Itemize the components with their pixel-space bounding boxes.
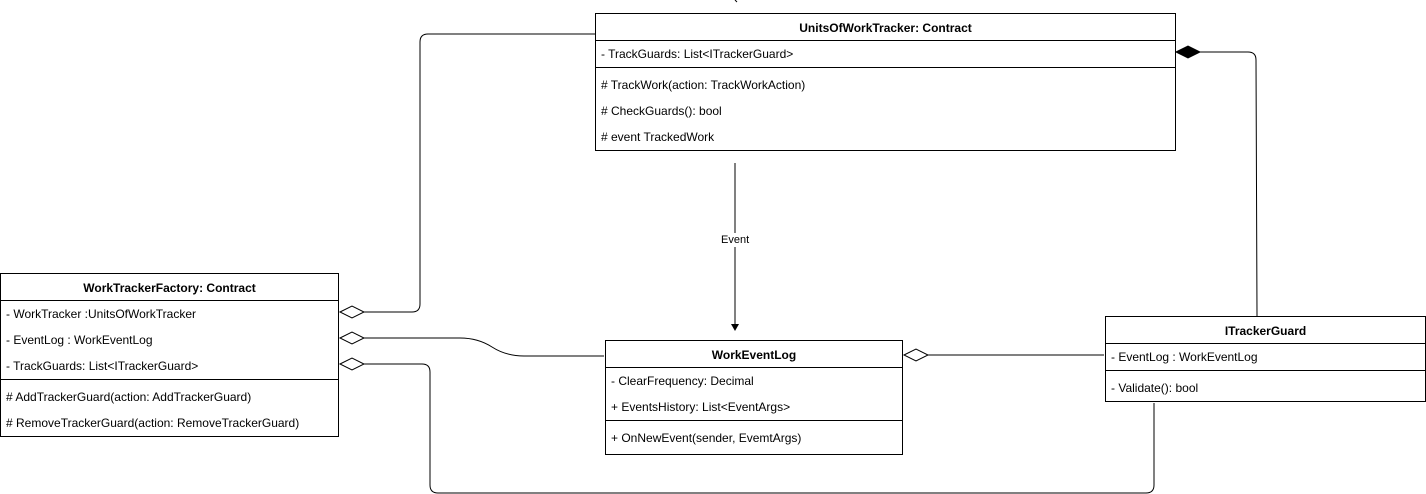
attribute-compartment: - ClearFrequency: Decimal + EventsHistor… [606,368,902,421]
attribute-row: - TrackGuards: List<ITrackerGuard> [6,359,199,373]
attribute-row: - TrackGuards: List<ITrackerGuard> [601,47,794,61]
operation-row: - Validate(): bool [1111,381,1199,395]
class-units-of-work-tracker[interactable]: UnitsOfWorkTracker: Contract - TrackGuar… [595,13,1176,151]
composition-guard-tracker-line [1200,51,1258,317]
attribute-row: - WorkTracker :UnitsOfWorkTracker [6,307,197,321]
attribute-compartment: - WorkTracker :UnitsOfWorkTracker - Even… [1,301,338,380]
composition-diamond-trackguards [1174,45,1202,59]
operation-row: # TrackWork(action: TrackWorkAction) [601,78,806,92]
attribute-compartment: - TrackGuards: List<ITrackerGuard> [596,41,1175,68]
operation-compartment: + OnNewEvent(sender, EvemtArgs) [606,421,902,451]
attribute-row: + EventsHistory: List<EventArgs> [611,400,791,414]
class-title: UnitsOfWorkTracker: Contract [596,14,1175,41]
aggregation-diamond-trackguards [338,357,366,371]
operation-row: # AddTrackerGuard(action: AddTrackerGuar… [6,390,252,404]
operation-compartment: # AddTrackerGuard(action: AddTrackerGuar… [1,380,338,436]
class-work-tracker-factory[interactable]: WorkTrackerFactory: Contract - WorkTrack… [0,273,339,437]
aggregation-diamond-eventlog [338,331,366,345]
class-title: ITrackerGuard [1106,317,1425,344]
class-i-tracker-guard[interactable]: ITrackerGuard - EventLog : WorkEventLog … [1105,316,1426,402]
attribute-row: - EventLog : WorkEventLog [1111,350,1258,364]
class-title: WorkTrackerFactory: Contract [1,274,338,301]
operation-row: # RemoveTrackerGuard(action: RemoveTrack… [6,416,300,430]
operation-compartment: - Validate(): bool [1106,371,1425,401]
operation-compartment: # TrackWork(action: TrackWorkAction) # C… [596,68,1175,150]
attribute-row: - EventLog : WorkEventLog [6,333,153,347]
operation-row: # CheckGuards(): bool [601,104,722,118]
attribute-row: - ClearFrequency: Decimal [611,374,754,388]
operation-row: # event TrackedWork [601,130,715,144]
attribute-compartment: - EventLog : WorkEventLog [1106,344,1425,371]
top-edge-stub [734,0,738,3]
event-edge-label: Event [719,233,752,247]
operation-row: + OnNewEvent(sender, EvemtArgs) [611,431,802,445]
aggregation-diamond-worktracker [338,305,366,319]
class-work-event-log[interactable]: WorkEventLog - ClearFrequency: Decimal +… [605,340,903,455]
class-title: WorkEventLog [606,341,902,368]
aggregation-factory-eventlog-line [364,337,604,357]
aggregation-diamond-guard-eventlog [902,348,930,362]
aggregation-factory-tracker-line [364,33,600,313]
aggregation-factory-guards-line [364,363,1155,494]
